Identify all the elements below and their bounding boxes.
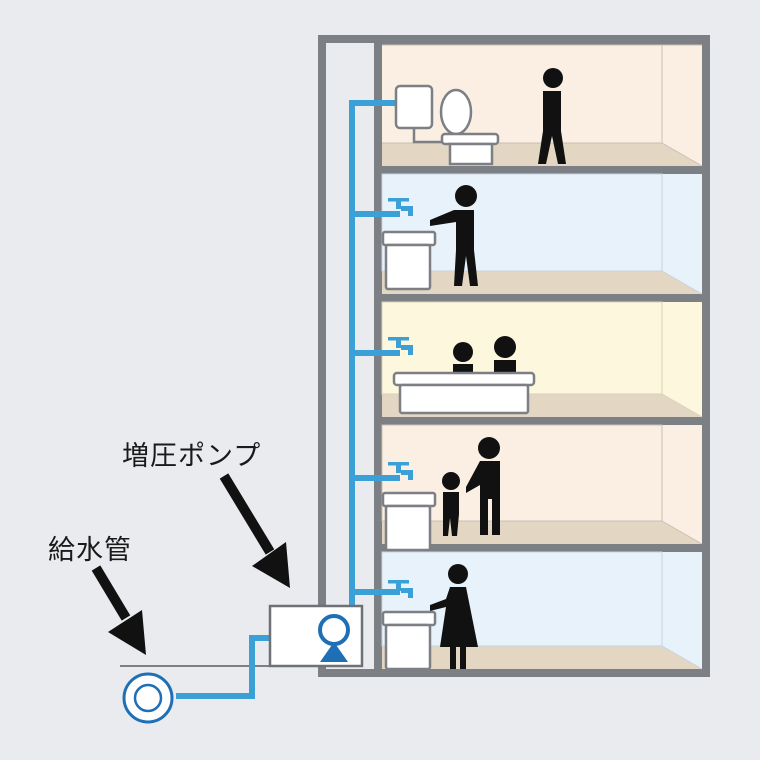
child-head-icon (453, 342, 473, 374)
booster-pump (268, 604, 364, 668)
child-icon (442, 472, 460, 536)
floor-2-washbasin-room (381, 173, 703, 295)
toilet-icon (394, 84, 500, 166)
washbasin-icon (381, 491, 437, 552)
parent-icon (466, 437, 500, 535)
washbasin-icon (381, 230, 437, 291)
floor-4-washbasin-room (381, 424, 703, 545)
washbasin-icon (381, 610, 437, 671)
water-supply-pipe-label: 給水管 (48, 535, 132, 566)
pipe-arrow (91, 565, 146, 655)
person-walking-icon (538, 68, 566, 164)
person-washing-icon (430, 185, 478, 286)
adult-head-icon (494, 336, 516, 374)
pump-arrow (219, 473, 290, 588)
pump-impeller-icon (318, 614, 350, 646)
booster-pump-label: 増圧ポンプ (122, 441, 262, 472)
water-main-pipe-icon (122, 672, 174, 724)
person-woman-icon (430, 564, 478, 669)
bathtub-icon (392, 371, 536, 415)
